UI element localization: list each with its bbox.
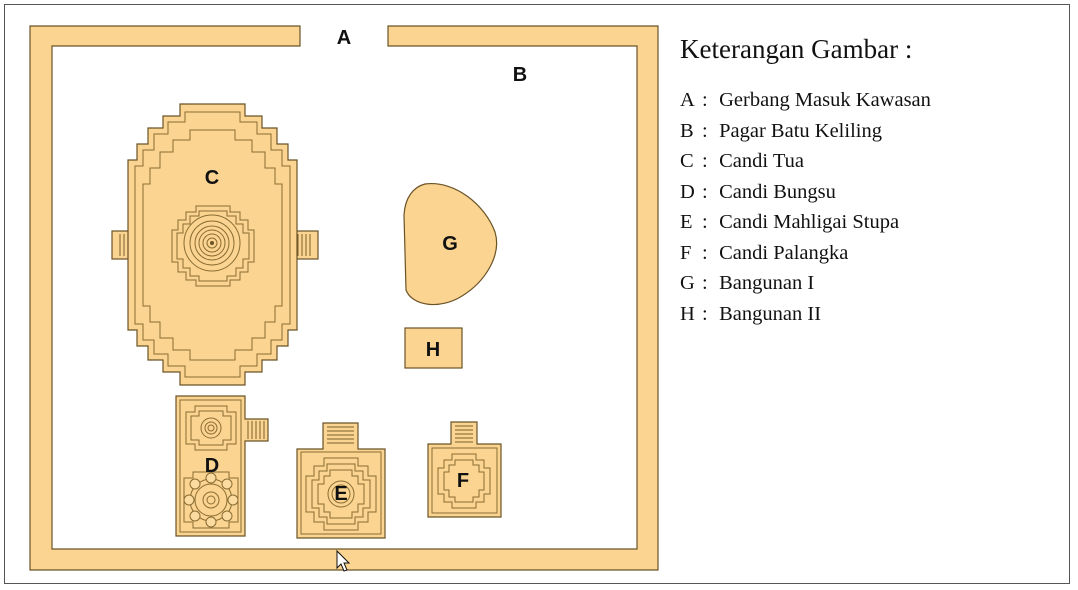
legend-key: F bbox=[680, 241, 692, 264]
legend-key: E bbox=[680, 211, 693, 233]
legend-text: Bangunan II bbox=[719, 302, 822, 325]
legend-item: H: Bangunan II bbox=[680, 299, 931, 330]
label-d: D bbox=[205, 455, 219, 477]
legend-separator: : bbox=[702, 211, 708, 233]
legend-title: Keterangan Gambar : bbox=[680, 34, 913, 64]
legend-key: A bbox=[680, 89, 695, 111]
label-a: A bbox=[337, 27, 351, 49]
legend-item: A: Gerbang Masuk Kawasan bbox=[680, 85, 931, 116]
legend-key: C bbox=[680, 150, 694, 172]
candi-bungsu-structure bbox=[175, 395, 269, 537]
label-c: C bbox=[205, 167, 219, 189]
candi-mahligai-stupa-structure bbox=[296, 422, 386, 539]
legend-text: Gerbang Masuk Kawasan bbox=[719, 89, 931, 111]
label-f: F bbox=[457, 470, 469, 492]
legend-text: Bangunan I bbox=[719, 272, 815, 294]
legend-text: Candi Mahligai Stupa bbox=[719, 211, 900, 233]
legend-list: A: Gerbang Masuk Kawasan B: Pagar Batu K… bbox=[680, 85, 931, 329]
legend-separator: : bbox=[702, 180, 708, 203]
legend-item: C: Candi Tua bbox=[680, 146, 931, 177]
legend-item: B: Pagar Batu Keliling bbox=[680, 116, 931, 147]
legend-item: E: Candi Mahligai Stupa bbox=[680, 207, 931, 238]
legend-text: Pagar Batu Keliling bbox=[719, 119, 882, 142]
legend-key: D bbox=[680, 180, 695, 203]
legend-text: Candi Bungsu bbox=[719, 180, 836, 203]
perimeter-wall bbox=[29, 25, 659, 571]
legend-key: B bbox=[680, 119, 694, 142]
label-e: E bbox=[334, 483, 347, 505]
label-g: G bbox=[442, 233, 458, 255]
legend-text: Candi Tua bbox=[719, 150, 804, 172]
candi-palangka-structure bbox=[427, 421, 502, 518]
legend-key: H bbox=[680, 302, 695, 325]
candi-tua-structure bbox=[111, 103, 319, 386]
legend-separator: : bbox=[702, 150, 708, 172]
bangunan-1-structure bbox=[403, 183, 498, 306]
legend: Keterangan Gambar : A: Gerbang Masuk Kaw… bbox=[680, 34, 931, 329]
legend-text: Candi Palangka bbox=[719, 241, 849, 264]
bangunan-2-structure bbox=[404, 327, 463, 369]
legend-separator: : bbox=[702, 89, 708, 111]
legend-item: F: Candi Palangka bbox=[680, 238, 931, 269]
legend-item: G: Bangunan I bbox=[680, 268, 931, 299]
legend-separator: : bbox=[702, 119, 708, 142]
legend-separator: : bbox=[702, 302, 708, 325]
legend-separator: : bbox=[702, 241, 708, 264]
label-b: B bbox=[513, 64, 527, 86]
legend-separator: : bbox=[702, 272, 708, 294]
legend-key: G bbox=[680, 272, 695, 294]
mouse-pointer-icon bbox=[336, 549, 351, 572]
legend-item: D: Candi Bungsu bbox=[680, 177, 931, 208]
label-h: H bbox=[426, 339, 440, 361]
